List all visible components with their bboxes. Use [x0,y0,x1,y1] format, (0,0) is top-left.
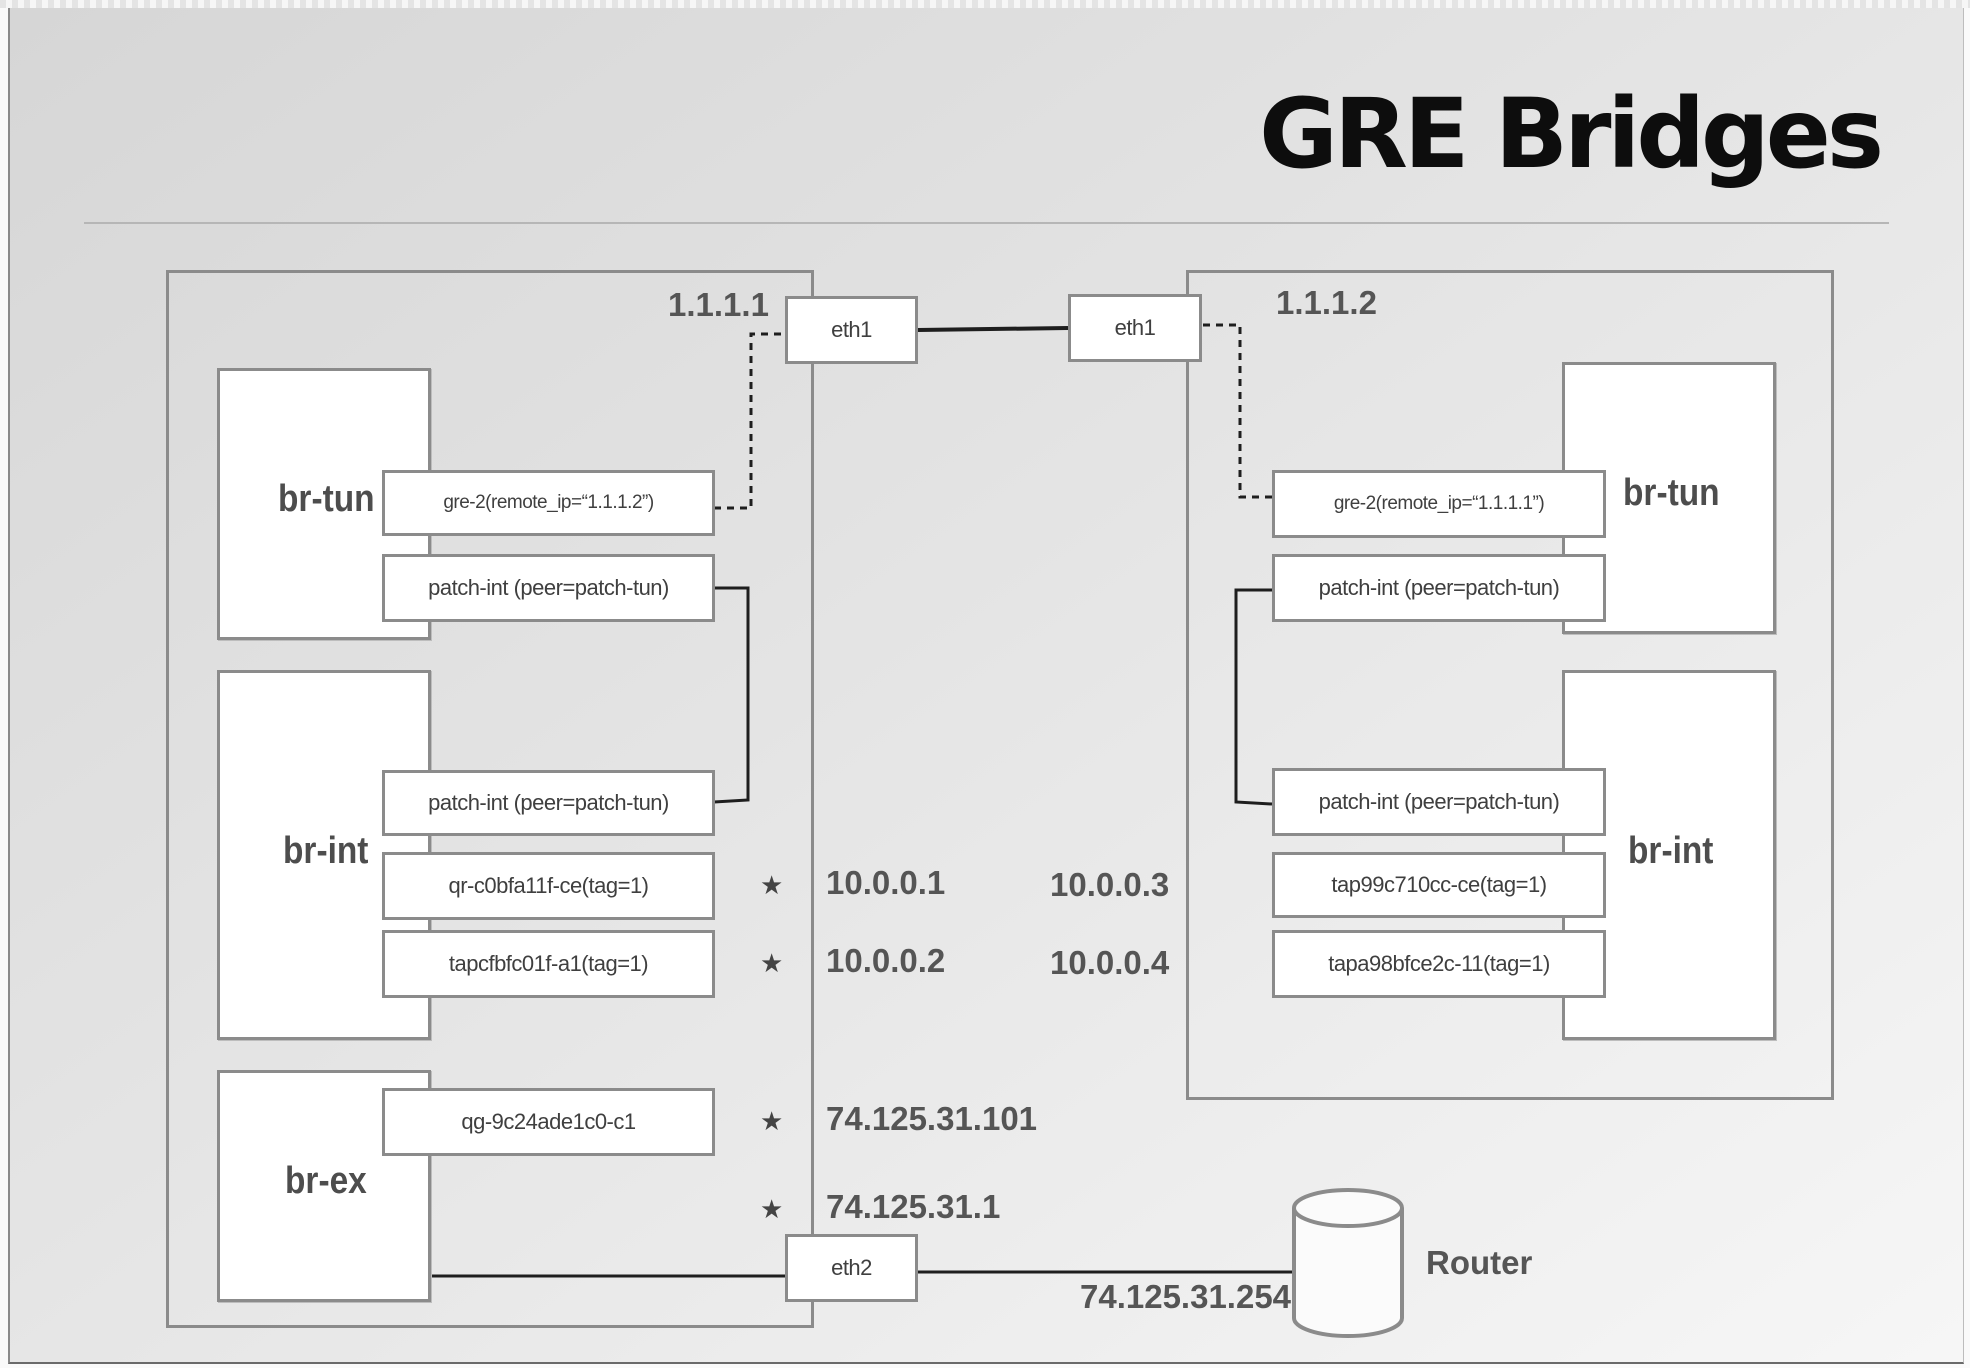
top-border-strip [0,0,1970,8]
star-icon: ★ [760,1194,784,1224]
left-br-int-label: br-int [283,830,369,872]
left-int-patch-port: patch-int (peer=patch-tun) [382,770,715,836]
star-icon: ★ [760,1106,784,1136]
star-icon: ★ [760,870,784,900]
left-port-2-ip: 10.0.0.2 [826,942,946,979]
left-br-ex-label: br-ex [285,1160,367,1202]
left-gre-port: gre-2(remote_ip=“1.1.1.2”) [382,470,715,536]
right-port-1-ip: 10.0.0.3 [1050,866,1170,903]
right-port-2-ip: 10.0.0.4 [1050,944,1170,981]
right-gre-port: gre-2(remote_ip=“1.1.1.1”) [1272,470,1606,538]
left-port-1-ip: 10.0.0.1 [826,864,946,901]
left-host-box [166,270,814,1328]
slide-title: GRE Bridges [1259,78,1884,190]
left-host-ip: 1.1.1.1 [668,286,769,323]
qg-port-ip: 74.125.31.101 [826,1100,1038,1137]
left-qr-port: qr-c0bfa11f-ce(tag=1) [382,852,715,920]
router-label: Router [1426,1244,1533,1281]
left-tun-patch-port: patch-int (peer=patch-tun) [382,554,715,622]
left-eth2-nic: eth2 [785,1234,918,1302]
right-tun-patch-port: patch-int (peer=patch-tun) [1272,554,1606,622]
right-host-ip: 1.1.1.2 [1276,284,1377,321]
title-divider [84,222,1889,224]
router-ip: 74.125.31.254 [1080,1278,1292,1315]
left-br-tun-label: br-tun [278,478,375,520]
right-int-patch-port: patch-int (peer=patch-tun) [1272,768,1606,836]
right-br-tun-label: br-tun [1623,472,1720,514]
left-eth1-nic: eth1 [785,296,918,364]
right-eth1-nic: eth1 [1068,294,1202,362]
right-tap-port-1: tap99c710cc-ce(tag=1) [1272,852,1606,918]
right-tap-port-2: tapa98bfce2c-11(tag=1) [1272,930,1606,998]
right-br-int-label: br-int [1628,830,1714,872]
left-tap-port: tapcfbfc01f-a1(tag=1) [382,930,715,998]
star-icon: ★ [760,948,784,978]
left-qg-port: qg-9c24ade1c0-c1 [382,1088,715,1156]
br-ex-ip: 74.125.31.1 [826,1188,1001,1225]
right-host-box [1186,270,1834,1100]
